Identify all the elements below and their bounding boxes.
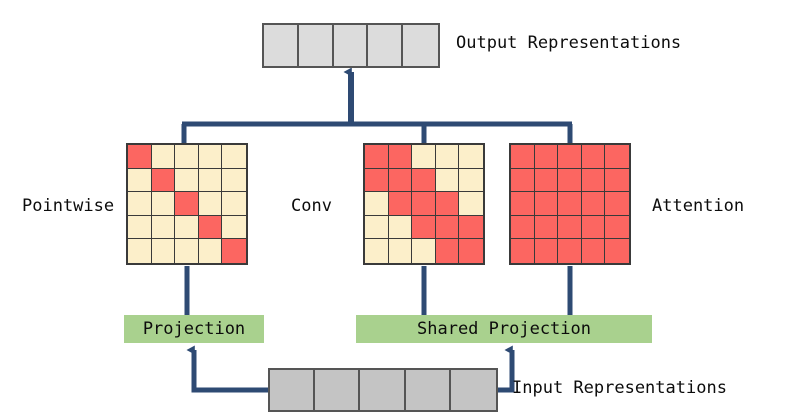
matrix-cell (412, 192, 436, 216)
matrix-cell (605, 192, 629, 216)
matrix-cell (534, 168, 559, 193)
matrix-cell (128, 192, 152, 216)
matrix-cell (222, 192, 246, 216)
matrix-cell (534, 215, 559, 240)
output-token-cell (403, 25, 439, 66)
matrix-cell (581, 168, 606, 193)
output-token-cell (333, 25, 369, 66)
attention-matrix (509, 143, 631, 265)
output-representations-label: Output Representations (456, 33, 682, 53)
matrix-cell (534, 192, 559, 216)
matrix-cell (558, 239, 582, 263)
matrix-cell (511, 145, 535, 169)
input-representations-label: Input Representations (512, 378, 727, 398)
matrix-cell (459, 239, 483, 263)
matrix-cell (605, 145, 629, 169)
projection-box: Projection (124, 315, 264, 343)
matrix-cell (511, 215, 535, 240)
matrix-cell (175, 168, 199, 193)
matrix-cell (198, 215, 223, 240)
pointwise-label: Pointwise (22, 196, 115, 216)
matrix-cell (459, 168, 483, 193)
matrix-cell (151, 168, 176, 193)
matrix-cell (198, 168, 223, 193)
matrix-cell (151, 145, 176, 169)
matrix-cell (198, 239, 223, 263)
matrix-cell (412, 239, 436, 263)
matrix-cell (365, 145, 389, 169)
matrix-cell (175, 192, 199, 216)
matrix-cell (222, 215, 246, 240)
conv-matrix (363, 143, 485, 265)
matrix-cell (581, 239, 606, 263)
matrix-cell (128, 215, 152, 240)
matrix-cell (175, 145, 199, 169)
matrix-cell (222, 168, 246, 193)
matrix-cell (435, 168, 460, 193)
wire-input-to-projection (186, 345, 268, 393)
matrix-cell (558, 192, 582, 216)
conv-label: Conv (291, 196, 332, 216)
matrix-cell (534, 239, 559, 263)
matrix-cell (435, 145, 460, 169)
matrix-cell (365, 192, 389, 216)
matrix-cell (581, 145, 606, 169)
matrix-cell (388, 215, 413, 240)
matrix-cell (388, 192, 413, 216)
matrix-cell (511, 192, 535, 216)
matrix-cell (222, 145, 246, 169)
input-token-cell (270, 370, 316, 410)
matrix-cell (365, 215, 389, 240)
matrix-cell (222, 239, 246, 263)
matrix-cell (459, 215, 483, 240)
matrix-cell (511, 239, 535, 263)
matrix-cell (534, 145, 559, 169)
matrix-cell (435, 215, 460, 240)
matrix-cell (128, 168, 152, 193)
matrix-cell (435, 192, 460, 216)
output-token-cell (368, 25, 404, 66)
matrix-cell (151, 215, 176, 240)
output-token-cell (298, 25, 334, 66)
matrix-cell (128, 239, 152, 263)
matrix-cell (388, 145, 413, 169)
input-representations-row (268, 368, 498, 412)
matrix-cell (581, 215, 606, 240)
output-token-cell (264, 25, 299, 66)
matrix-cell (459, 192, 483, 216)
matrix-cell (365, 168, 389, 193)
input-token-cell (405, 370, 451, 410)
matrix-cell (388, 239, 413, 263)
attention-label: Attention (652, 196, 745, 216)
matrix-cell (558, 168, 582, 193)
matrix-cell (412, 145, 436, 169)
matrix-cell (388, 168, 413, 193)
matrix-cell (558, 215, 582, 240)
input-token-cell (315, 370, 361, 410)
input-token-cell (360, 370, 406, 410)
matrix-cell (605, 168, 629, 193)
matrix-cell (128, 145, 152, 169)
output-representations-row (262, 23, 440, 68)
pointwise-matrix (126, 143, 248, 265)
shared-projection-box: Shared Projection (356, 315, 652, 343)
input-token-cell (450, 370, 496, 410)
matrix-cell (435, 239, 460, 263)
matrix-cell (198, 192, 223, 216)
matrix-cell (175, 239, 199, 263)
matrix-cell (151, 239, 176, 263)
matrix-cell (581, 192, 606, 216)
matrix-cell (412, 168, 436, 193)
matrix-cell (412, 215, 436, 240)
wire-input-to-shared-projection (498, 345, 515, 393)
matrix-cell (198, 145, 223, 169)
matrix-cell (365, 239, 389, 263)
matrix-cell (175, 215, 199, 240)
matrix-cell (459, 145, 483, 169)
matrix-cell (605, 239, 629, 263)
matrix-cell (558, 145, 582, 169)
matrix-cell (151, 192, 176, 216)
matrix-cell (605, 215, 629, 240)
matrix-cell (511, 168, 535, 193)
